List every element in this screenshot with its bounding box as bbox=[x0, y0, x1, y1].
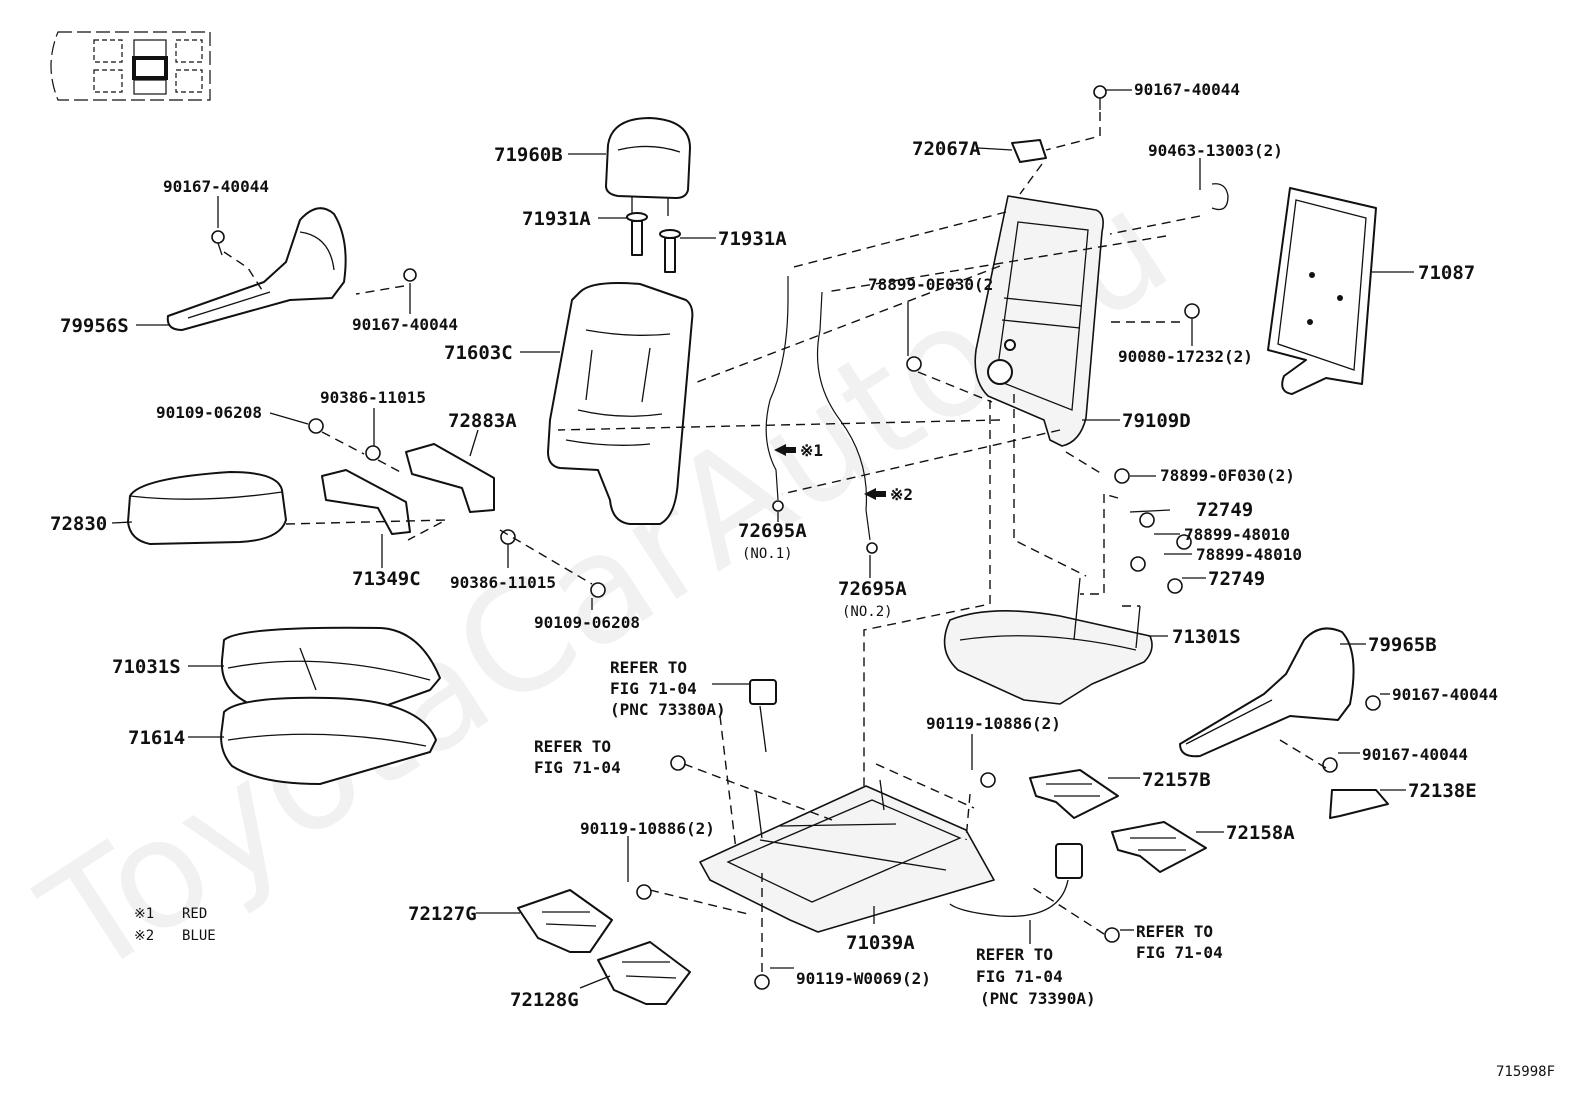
part-label: 90167-40044 bbox=[1362, 745, 1468, 764]
seat-track-drawing bbox=[699, 779, 995, 933]
seatbelt-buckle-drawing bbox=[749, 679, 777, 753]
part-label: 71031S bbox=[112, 656, 181, 678]
lever-cover-72157b-drawing bbox=[1029, 769, 1119, 819]
legend-mark: ※1 bbox=[134, 906, 154, 922]
part-label: 72695A bbox=[838, 578, 907, 600]
part-label: 72883A bbox=[448, 410, 517, 432]
legend-text: RED bbox=[182, 906, 207, 922]
lever-cover-72158a-drawing bbox=[1111, 821, 1207, 873]
part-label: 71614 bbox=[128, 727, 185, 749]
part-label: 71931A bbox=[522, 208, 591, 230]
seat-cushion-pad-drawing bbox=[220, 696, 437, 785]
part-label: 71960B bbox=[494, 144, 563, 166]
cover-72138e-drawing bbox=[1329, 789, 1389, 819]
part-label: 71931A bbox=[718, 228, 787, 250]
part-labels: 90167-40044 72067A 90463-13003(2) 71960B… bbox=[50, 80, 1555, 1080]
part-label: 90167-40044 bbox=[352, 315, 458, 334]
assembly-lines bbox=[223, 112, 1327, 972]
seatbelt-buckle-right-drawing bbox=[949, 843, 1083, 918]
reference-note: REFER TO bbox=[534, 737, 611, 756]
armrest-cover-right-drawing bbox=[1179, 627, 1355, 758]
part-label: 72128G bbox=[510, 989, 579, 1011]
part-label: 90119-10886(2) bbox=[926, 714, 1061, 733]
part-label: 71039A bbox=[846, 932, 915, 954]
fasteners bbox=[211, 85, 1381, 990]
marker-arrows bbox=[774, 444, 886, 500]
part-label: 72138E bbox=[1408, 780, 1477, 802]
part-label: 72749 bbox=[1208, 568, 1265, 590]
reference-note: FIG 71-04 bbox=[976, 967, 1063, 986]
part-label: 71349C bbox=[352, 568, 421, 590]
seatback-cover-drawing bbox=[547, 282, 694, 525]
reference-note: FIG 71-04 bbox=[534, 758, 621, 777]
reference-note: REFER TO bbox=[610, 658, 687, 677]
part-label: 72158A bbox=[1226, 822, 1295, 844]
part-label: 90167-40044 bbox=[1134, 80, 1240, 99]
part-label: 78899-0F030(2 bbox=[868, 275, 993, 294]
part-label: 78899-48010 bbox=[1196, 545, 1302, 564]
reference-note: (PNC 73390A) bbox=[980, 989, 1096, 1008]
part-label: 90119-W0069(2) bbox=[796, 969, 931, 988]
part-label: 90119-10886(2) bbox=[580, 819, 715, 838]
part-label: 78899-0F030(2) bbox=[1160, 466, 1295, 485]
seatback-board-drawing bbox=[1267, 187, 1377, 395]
part-label: 78899-48010 bbox=[1184, 525, 1290, 544]
track-cover-72127g-drawing bbox=[517, 889, 613, 953]
part-label: 72067A bbox=[912, 138, 981, 160]
legend-mark: ※2 bbox=[134, 928, 154, 944]
part-label: 71603C bbox=[444, 342, 513, 364]
part-label: 90167-40044 bbox=[163, 177, 269, 196]
headrest-drawing bbox=[605, 117, 691, 216]
legend-text: BLUE bbox=[182, 928, 216, 944]
part-label: 90109-06208 bbox=[156, 403, 262, 422]
part-label: 72157B bbox=[1142, 769, 1211, 791]
part-label-sub: (NO.1) bbox=[742, 546, 793, 562]
cable-color-marker: ※1 bbox=[800, 441, 823, 460]
reference-note: (PNC 73380A) bbox=[610, 700, 726, 719]
part-label-sub: (NO.2) bbox=[842, 604, 893, 620]
part-label: 90386-11015 bbox=[450, 573, 556, 592]
part-label: 90109-06208 bbox=[534, 613, 640, 632]
headrest-guide-drawing bbox=[1011, 139, 1047, 163]
armrest-cover-left-drawing bbox=[166, 207, 347, 331]
reference-note: FIG 71-04 bbox=[1136, 943, 1223, 962]
part-label: 72695A bbox=[738, 520, 807, 542]
release-cable-drawing bbox=[765, 276, 878, 554]
figure-code: 715998F bbox=[1496, 1064, 1555, 1080]
track-cover-72128g-drawing bbox=[597, 941, 691, 1005]
part-label: 79965B bbox=[1368, 634, 1437, 656]
part-label: 90463-13003(2) bbox=[1148, 141, 1283, 160]
part-label: 79956S bbox=[60, 315, 129, 337]
part-label: 90167-40044 bbox=[1392, 685, 1498, 704]
part-label: 72830 bbox=[50, 513, 107, 535]
reference-note: REFER TO bbox=[1136, 922, 1213, 941]
reference-note: FIG 71-04 bbox=[610, 679, 697, 698]
part-label: 71087 bbox=[1418, 262, 1475, 284]
part-label: 79109D bbox=[1122, 410, 1191, 432]
headrest-support-drawing bbox=[626, 212, 681, 273]
armrest-pad-drawing bbox=[127, 471, 287, 545]
seatback-frame-drawing bbox=[974, 195, 1104, 447]
part-label: 71301S bbox=[1172, 626, 1241, 648]
reference-note: REFER TO bbox=[976, 945, 1053, 964]
part-label: 72127G bbox=[408, 903, 477, 925]
cable-color-marker: ※2 bbox=[890, 485, 913, 504]
armrest-bracket-drawing bbox=[321, 443, 495, 535]
cushion-frame-drawing bbox=[943, 577, 1153, 705]
seat-locator-icon bbox=[50, 31, 211, 101]
leader-lines bbox=[111, 89, 1414, 989]
part-label: 72749 bbox=[1196, 499, 1253, 521]
part-label: 90386-11015 bbox=[320, 388, 426, 407]
part-label: 90080-17232(2) bbox=[1118, 347, 1253, 366]
